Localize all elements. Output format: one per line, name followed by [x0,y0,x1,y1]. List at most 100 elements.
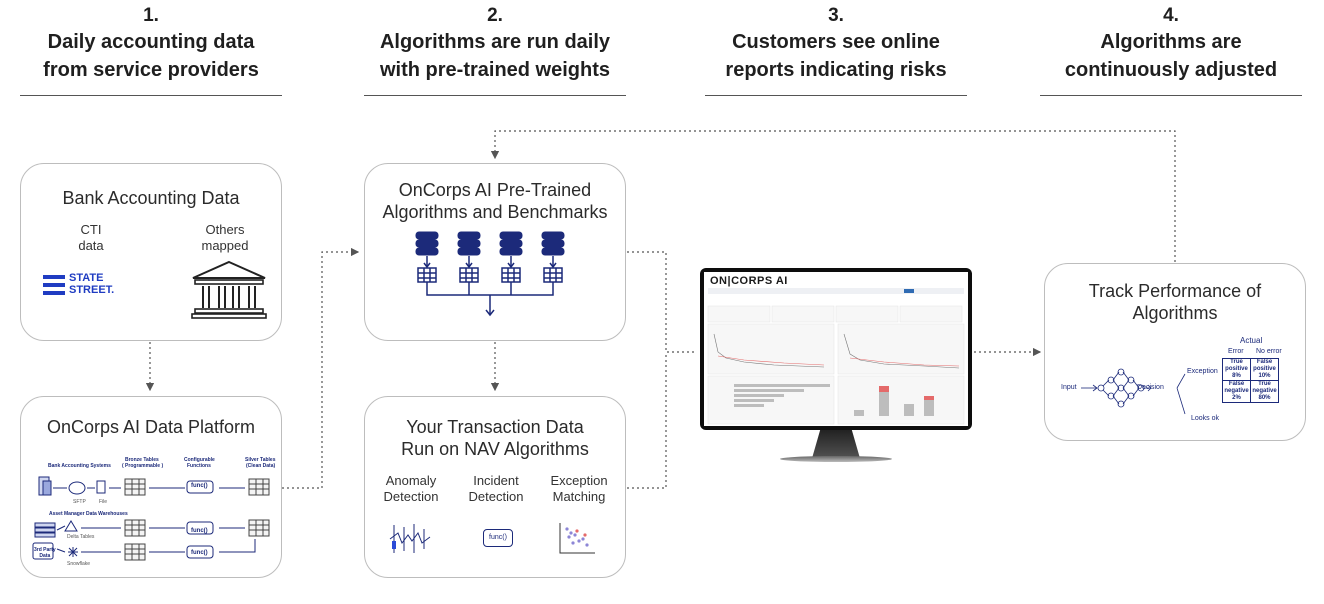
no-error-label: No error [1256,348,1282,355]
label-line: Incident [473,473,519,488]
box-title: Run on NAV Algorithms [401,439,589,459]
step-title-line: continuously adjusted [1064,59,1278,81]
data-platform-flow-diagram [32,476,270,561]
incident-func-icon: func() [483,529,513,547]
step-2-header: 2. Algorithms are run daily with pre-tra… [364,4,626,96]
label-line: Others [205,222,245,237]
dashboard-preview [707,288,965,425]
box-title: Algorithms and Benchmarks [382,202,608,222]
true-positive-cell: True positive 8% [1222,358,1251,381]
connector-platform-to-pretrained [282,247,360,489]
data-platform-box: OnCorps AI Data Platform Bank Accounting… [20,396,282,578]
file-label: File [99,499,108,505]
label-line: Data [39,553,51,559]
transaction-data-box: Your Transaction Data Run on NAV Algorit… [364,396,626,578]
step-divider [705,95,967,96]
wordmark-line: STREET. [69,284,115,296]
monitor-base [780,456,892,462]
step-title-line: Daily accounting data [47,31,255,53]
cell-line: negative [1252,388,1277,394]
confusion-matrix: True positive 8% False positive 10% Fals… [1222,358,1279,403]
true-negative-cell: True negative 80% [1250,380,1279,403]
configurable-label: Configurable [184,457,215,463]
cell-line: True [1230,359,1243,365]
label-line: mapped [201,238,249,253]
track-performance-box: Track Performance of Algorithms Input De… [1044,263,1306,441]
cell-line: False [1228,381,1245,387]
step-3-header: 3. Customers see online reports indicati… [705,4,967,96]
label-line: Matching [552,489,606,504]
bank-systems-label: Bank Accounting Systems [48,463,111,469]
func-text: func() [489,534,507,541]
label-line: Detection [468,489,524,504]
silver-sub-label: (Clean Data) [246,463,276,469]
box-title: Bank Accounting Data [62,188,240,208]
connector-transaction-to-monitor [627,352,667,489]
neural-network-icon [1081,368,1186,415]
step-4-header: 4. Algorithms are continuously adjusted [1040,4,1302,96]
cell-percent: 2% [1232,395,1241,401]
box-title: OnCorps AI Data Platform [46,417,256,437]
actual-label: Actual [1240,336,1263,345]
label-line: Detection [383,489,439,504]
sftp-label: SFTP [73,499,86,505]
looks-ok-label: Looks ok [1191,415,1220,422]
label-line: data [78,238,104,253]
exception-matching-label: Exception Matching [539,473,619,505]
connector-pretrained-to-monitor [627,251,697,353]
bronze-tables-label: Bronze Tables [125,457,159,463]
cell-percent: 10% [1258,373,1271,379]
oncorps-logo: ON|CORPS AI [710,275,788,287]
dashboard-monitor: ON|CORPS AI [700,268,972,430]
cell-line: False [1256,359,1273,365]
algorithm-database-tree-icon [415,231,565,317]
step-1-header: 1. Daily accounting data from service pr… [20,4,282,96]
silver-tables-label: Silver Tables [245,457,276,463]
step-title-line: with pre-trained weights [379,59,611,81]
box-title: Algorithms [1132,303,1218,323]
cell-line: positive [1225,366,1248,372]
asset-manager-label: Asset Manager Data Warehouses [49,511,128,517]
state-street-wordmark: STATE STREET. [69,272,114,296]
step-title-line: Customers see online [732,31,940,53]
step-title-line: Algorithms are run daily [379,31,611,53]
step-title-line: Algorithms are [1100,31,1242,53]
others-mapped-label: Others mapped [189,222,261,254]
error-label: Error [1228,348,1244,355]
cell-line: True [1258,381,1271,387]
step-number: 2. [487,5,503,26]
false-negative-cell: False negative 2% [1222,380,1251,403]
step-number: 4. [1163,5,1179,26]
anomaly-detection-label: Anomaly Detection [371,473,451,505]
func-label: func() [191,528,208,534]
bank-accounting-data-box: Bank Accounting Data CTI data Others map… [20,163,282,341]
snowflake-label: Snowflake [67,561,91,567]
incident-detection-label: Incident Detection [456,473,536,505]
cell-line: positive [1253,366,1276,372]
cell-percent: 8% [1232,373,1241,379]
state-street-mark-icon [43,275,65,295]
label-line: 3rd Party [34,547,56,553]
bank-building-icon [191,260,267,319]
cti-data-label: CTI data [61,222,121,254]
step-title-line: reports indicating risks [725,59,947,81]
exception-matching-scatter-icon [559,523,595,554]
input-label: Input [1061,384,1077,391]
label-line: CTI [80,222,102,237]
step-divider [20,95,282,96]
third-party-label: 3rd Party Data [34,547,56,559]
cell-line: negative [1224,388,1249,394]
step-title-line: from service providers [43,59,259,81]
func-label: func() [191,483,208,489]
exception-label: Exception [1187,368,1218,375]
cell-percent: 80% [1258,395,1271,401]
step-number: 1. [143,5,159,26]
func-label: func() [191,550,208,556]
step-divider [1040,95,1302,96]
box-title: Your Transaction Data [406,417,584,437]
wordmark-line: STATE [69,272,104,284]
dashboard-screen: ON|CORPS AI [704,272,968,426]
step-divider [364,95,626,96]
state-street-logo: STATE STREET. [41,272,131,298]
label-line: Exception [550,473,608,488]
